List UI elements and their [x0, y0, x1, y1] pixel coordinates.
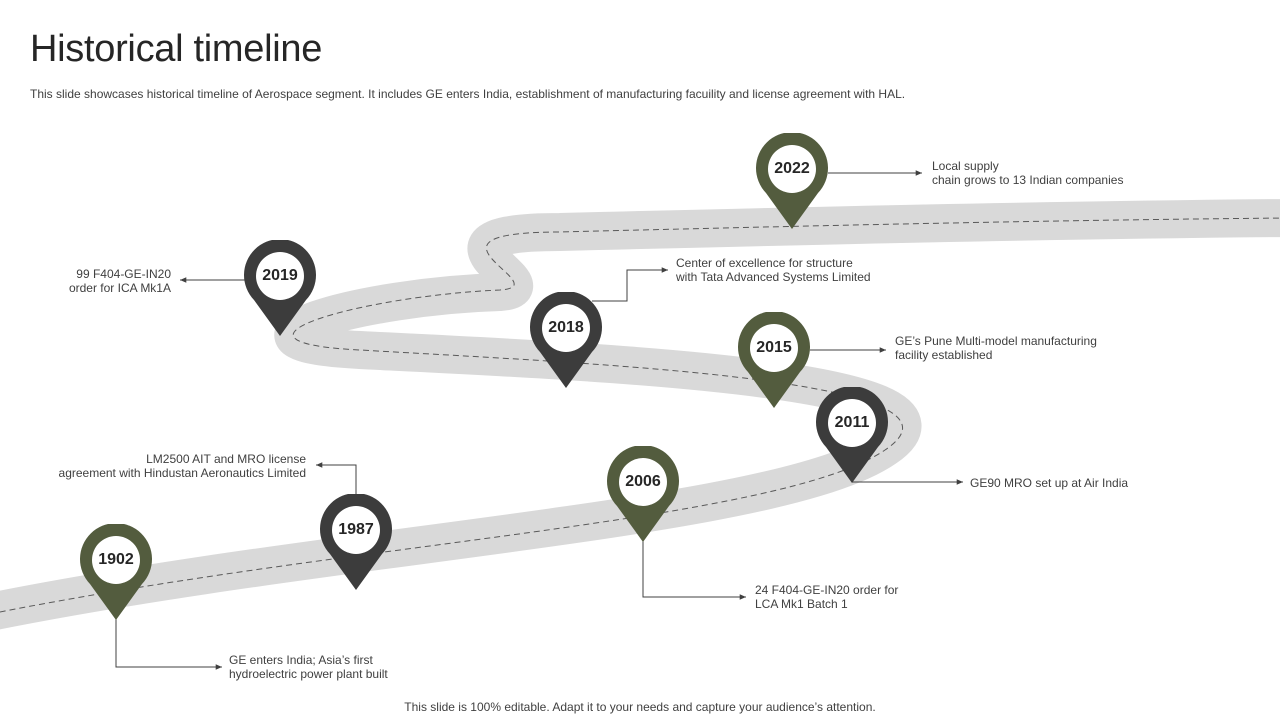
milestone-year: 2011	[834, 414, 870, 431]
milestone-text: order for ICA Mk1A	[68, 281, 171, 295]
map-pin-icon	[320, 494, 392, 590]
milestone-year: 2018	[548, 319, 584, 336]
milestone-text: 24 F404-GE-IN20 order for	[755, 583, 899, 597]
pin-1902: 1902	[80, 524, 152, 620]
milestone-text: agreement with Hindustan Aeronautics Lim…	[58, 466, 306, 480]
milestone-year: 2022	[774, 160, 810, 177]
map-pin-icon	[80, 524, 152, 620]
milestone-label-2018: Center of excellence for structure with …	[676, 256, 871, 284]
milestone-year: 2019	[262, 267, 298, 284]
milestone-text: Center of excellence for structure	[676, 256, 853, 270]
milestone-text: LCA Mk1 Batch 1	[755, 597, 848, 611]
milestone-text: hydroelectric power plant built	[229, 667, 388, 681]
page-title: Historical timeline	[30, 28, 323, 70]
pin-2006: 2006	[607, 446, 679, 542]
milestone-text: 99 F404-GE-IN20	[76, 267, 171, 281]
map-pin-icon	[607, 446, 679, 542]
connector-2018	[592, 267, 668, 302]
map-pin-icon	[244, 240, 316, 336]
milestone-label-1902: GE enters India; Asia’s first hydroelect…	[229, 653, 388, 681]
pin-2015: 2015	[738, 312, 810, 408]
map-pin-icon	[756, 133, 828, 229]
milestone-year: 2015	[756, 339, 792, 356]
milestone-text: Local supply	[932, 159, 999, 173]
milestone-text: with Tata Advanced Systems Limited	[676, 270, 871, 284]
road-band	[0, 199, 1280, 630]
milestone-label-2006: 24 F404-GE-IN20 order for LCA Mk1 Batch …	[755, 583, 898, 611]
pin-2019: 2019	[244, 240, 316, 336]
milestone-text: GE enters India; Asia’s first	[229, 653, 373, 667]
milestone-label-2019: 99 F404-GE-IN20 order for ICA Mk1A	[69, 267, 171, 295]
milestone-text: GE90 MRO set up at Air India	[970, 476, 1129, 490]
map-pin-icon	[738, 312, 810, 408]
milestone-year: 1987	[338, 521, 374, 538]
connector-1902	[115, 618, 222, 670]
milestone-year: 2006	[625, 473, 661, 490]
map-pin-icon	[530, 292, 602, 388]
milestone-label-2022: Local supply chain grows to 13 Indian co…	[932, 159, 1123, 187]
pin-1987: 1987	[320, 494, 392, 590]
footer-note: This slide is 100% editable. Adapt it to…	[404, 700, 876, 714]
connector-1987	[316, 462, 357, 494]
pin-2011: 2011	[816, 387, 888, 483]
milestone-text: facility established	[895, 348, 993, 362]
milestone-label-1987: LM2500 AIT and MRO license agreement wit…	[59, 452, 306, 480]
milestone-text: LM2500 AIT and MRO license	[146, 452, 306, 466]
milestone-text: GE’s Pune Multi-model manufacturing	[895, 334, 1097, 348]
pin-2018: 2018	[530, 292, 602, 388]
connector-2006	[642, 540, 746, 600]
milestone-label-2015: GE’s Pune Multi-model manufacturing faci…	[895, 334, 1097, 362]
road-centerline	[0, 217, 1280, 613]
milestone-year: 1902	[98, 551, 134, 568]
milestone-text: chain grows to 13 Indian companies	[932, 173, 1124, 187]
pin-2022: 2022	[756, 133, 828, 229]
milestone-label-2011: GE90 MRO set up at Air India	[970, 476, 1128, 490]
page-subtitle: This slide showcases historical timeline…	[30, 87, 906, 101]
map-pin-icon	[816, 387, 888, 483]
